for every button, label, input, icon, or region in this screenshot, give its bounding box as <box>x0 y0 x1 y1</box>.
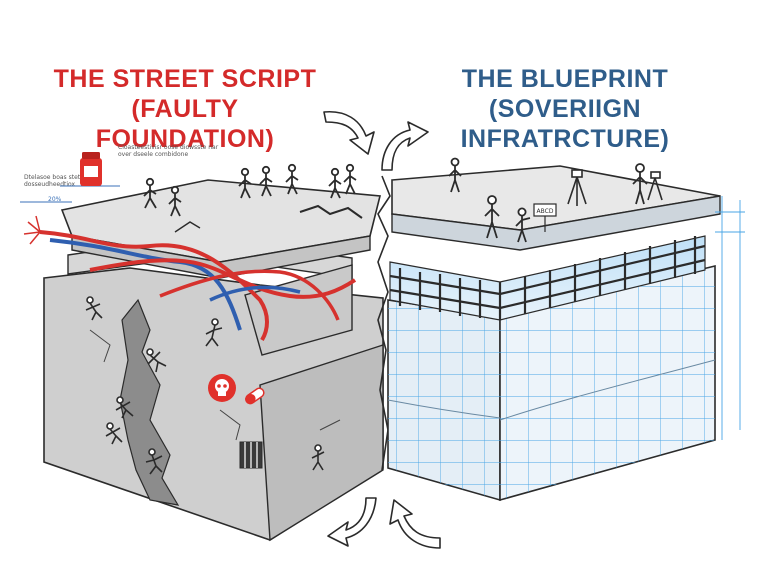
left-block <box>20 152 384 542</box>
surface-crack <box>89 329 341 441</box>
flow-arrow-icon <box>327 497 377 547</box>
red-pipe <box>159 269 340 321</box>
leak-spark <box>23 215 41 245</box>
flow-arrow-icon <box>323 111 375 155</box>
theodolite-icon <box>567 169 587 206</box>
soil-stratum-line <box>387 359 716 421</box>
construction-worker-icon <box>448 157 648 243</box>
capsule-icon <box>245 387 265 405</box>
right-title: THE BLUEPRINT (SOVERIIGN INFRATRCTURE) <box>410 64 720 154</box>
rebar-grid <box>389 236 706 320</box>
left-title: THE STREET SCRIPT (FAULTY FOUNDATION) <box>40 64 330 154</box>
theodolite-icon <box>647 171 663 201</box>
right-soil-side <box>388 300 500 500</box>
wandering-person-icon <box>143 163 357 217</box>
red-pipe <box>89 258 357 299</box>
right-title-line1: THE BLUEPRINT <box>461 65 669 93</box>
side-note-line: dosseudheedtiox <box>24 181 76 188</box>
surface-crack <box>299 204 363 219</box>
sign-board-label: ABCD <box>537 208 554 215</box>
right-soil-front <box>500 266 715 500</box>
falling-person-icon <box>85 296 325 475</box>
right-block: ABCD <box>387 157 745 502</box>
flow-arrow-icon <box>381 121 429 171</box>
pill-bottle-icon <box>80 152 102 186</box>
small-note-line: Cloasteestivisr oose diowsste nar <box>118 144 219 151</box>
fracture-divider <box>377 175 391 471</box>
sign-board: ABCD <box>533 203 557 232</box>
left-title-line1: THE STREET SCRIPT <box>53 65 317 93</box>
red-pipe <box>39 230 269 342</box>
left-title-line2: (FAULTY FOUNDATION) <box>95 95 275 153</box>
tick-label: 20% <box>48 196 62 203</box>
blue-pipe <box>209 285 301 302</box>
surface-crack <box>174 221 201 233</box>
side-note: Dtelasoe boas stettioe dosseudheedtiox <box>24 174 92 188</box>
right-slab-top-edge <box>391 195 721 251</box>
blueprint-gridlines <box>715 196 745 440</box>
jail-bars-icon <box>239 441 263 469</box>
side-note-line: Dtelasoe boas stettioe <box>24 174 92 181</box>
right-title-line2: (SOVERIIGN INFRATRCTURE) <box>460 95 670 153</box>
left-soil-front <box>259 344 384 542</box>
skull-icon <box>208 374 236 402</box>
small-note: Cloasteestivisr oose diowsste nar over d… <box>118 144 218 158</box>
small-note-line: over dseele combidone <box>118 151 189 158</box>
flow-arrow-icon <box>389 499 441 549</box>
